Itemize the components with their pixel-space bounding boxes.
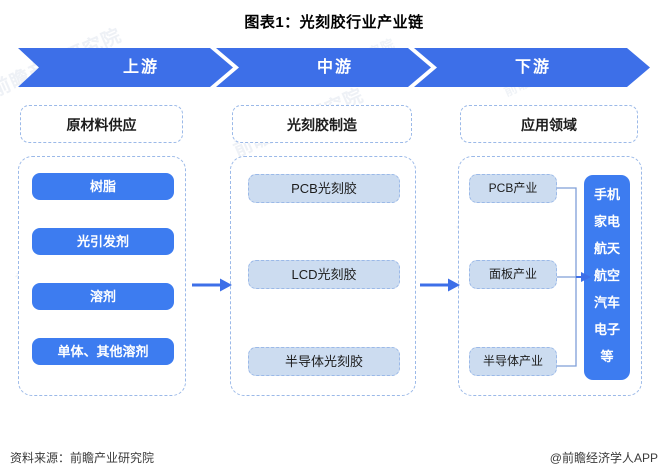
column-header-downstream: 应用领域: [460, 105, 638, 143]
application-line-appliance: 家电: [593, 214, 620, 229]
banner-segment-upstream[interactable]: [18, 48, 233, 87]
footer-brand: @前瞻经济学人APP: [549, 451, 658, 465]
item-panel-industry[interactable]: 面板产业: [469, 260, 557, 289]
bracket-connector: [555, 167, 591, 387]
banner-shapes: [18, 48, 650, 87]
arrow-upstream-to-midstream: [192, 277, 232, 298]
banner-label-upstream: 上游: [122, 59, 159, 76]
item-photoinitiator[interactable]: 光引发剂: [32, 228, 174, 255]
column-upstream: 原材料供应 树脂 光引发剂 溶剂 单体、其他溶剂: [18, 100, 186, 396]
application-line-mobile: 手机: [593, 187, 620, 202]
application-line-automotive: 汽车: [593, 295, 620, 310]
item-pcb-photoresist[interactable]: PCB光刻胶: [248, 174, 400, 203]
item-solvent[interactable]: 溶剂: [32, 283, 174, 310]
banner-segment-downstream[interactable]: [414, 48, 650, 87]
column-body-upstream: 树脂 光引发剂 溶剂 单体、其他溶剂: [18, 156, 186, 396]
banner-label-downstream: 下游: [514, 59, 551, 76]
page-title: 图表1：光刻胶行业产业链: [244, 14, 424, 31]
item-resin[interactable]: 树脂: [32, 173, 174, 200]
bracket-lines: [557, 187, 591, 367]
column-header-upstream: 原材料供应: [20, 105, 183, 143]
item-pcb-industry[interactable]: PCB产业: [469, 174, 557, 203]
application-fields-box: 手机 家电 航天 航空 汽车 电子 等: [584, 175, 630, 380]
footer-source: 资料来源：前瞻产业研究院: [10, 451, 155, 465]
item-semiconductor-industry[interactable]: 半导体产业: [469, 347, 557, 376]
application-line-electronics: 电子: [593, 322, 620, 337]
arrow-right-icon: [420, 278, 460, 292]
column-body-midstream: PCB光刻胶 LCD光刻胶 半导体光刻胶: [230, 156, 416, 396]
column-body-downstream: PCB产业 面板产业 半导体产业 手机 家电 航天 航空 汽车 电子 等: [458, 156, 642, 396]
item-lcd-photoresist[interactable]: LCD光刻胶: [248, 260, 400, 289]
column-midstream: 光刻胶制造 PCB光刻胶 LCD光刻胶 半导体光刻胶: [230, 100, 416, 396]
application-line-etc: 等: [600, 349, 614, 364]
item-monomer-other-solvent[interactable]: 单体、其他溶剂: [32, 338, 174, 365]
arrow-midstream-to-downstream: [420, 277, 460, 298]
column-downstream: 应用领域 PCB产业 面板产业 半导体产业 手机 家电 航天 航空 汽车: [458, 100, 642, 396]
column-header-midstream: 光刻胶制造: [232, 105, 412, 143]
arrow-right-icon: [192, 278, 232, 292]
application-line-aviation: 航空: [593, 268, 620, 283]
banner-label-midstream: 中游: [316, 59, 353, 76]
value-chain-banner: 上游 中游 下游: [18, 48, 650, 87]
item-semiconductor-photoresist[interactable]: 半导体光刻胶: [248, 347, 400, 376]
application-line-aerospace: 航天: [593, 241, 620, 256]
banner-segment-midstream[interactable]: [216, 48, 431, 87]
